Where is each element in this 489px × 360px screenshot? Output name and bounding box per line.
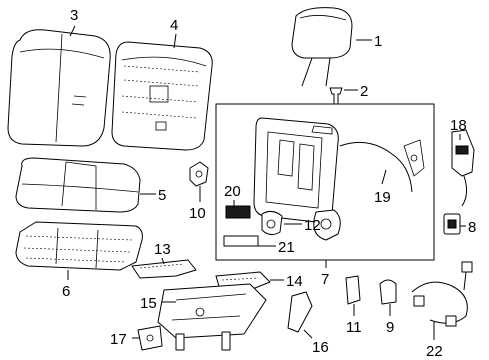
callout-21: 21: [278, 239, 295, 256]
callout-7: 7: [321, 271, 329, 288]
part-track-13: [131, 259, 197, 279]
callout-9: 9: [386, 319, 394, 336]
callout-19: 19: [374, 189, 391, 206]
callout-11: 11: [346, 319, 362, 336]
part-seatback-frame: [111, 41, 213, 151]
part-seatback-cushion: [7, 29, 111, 147]
callouts: 3 4 1 2 5 6 7 10 12 21 20 13 14 15 16 17…: [62, 7, 476, 360]
part-bracket-10: [189, 161, 209, 187]
callout-10: 10: [189, 205, 206, 222]
callout-8: 8: [468, 219, 476, 236]
callout-2: 2: [360, 83, 368, 100]
part-headrest: [291, 7, 353, 87]
part-cover-16: [287, 291, 313, 333]
callout-20: 20: [224, 183, 241, 200]
part-group-box: [215, 103, 435, 261]
part-clip-8: [443, 213, 461, 235]
callout-16: 16: [312, 339, 329, 356]
callout-6: 6: [62, 283, 70, 300]
callout-12: 12: [304, 217, 321, 234]
callout-22: 22: [426, 343, 443, 360]
callout-15: 15: [140, 295, 157, 312]
part-cap-9: [379, 279, 397, 305]
part-bracket-17: [137, 325, 163, 351]
callout-17: 17: [110, 331, 127, 348]
part-seat-cushion: [15, 157, 141, 213]
part-latch-18: [451, 129, 475, 207]
leader-lines: [67, 25, 466, 340]
callout-1: 1: [374, 33, 382, 50]
part-track-assembly: [157, 283, 267, 351]
callout-13: 13: [154, 241, 171, 258]
callout-3: 3: [70, 7, 78, 24]
callout-18: 18: [450, 117, 467, 134]
callout-4: 4: [170, 17, 178, 34]
part-strap-11: [345, 275, 361, 305]
part-seat-frame: [15, 221, 143, 271]
callout-5: 5: [158, 187, 166, 204]
callout-14: 14: [286, 273, 303, 290]
part-wire-harness: [411, 261, 473, 327]
